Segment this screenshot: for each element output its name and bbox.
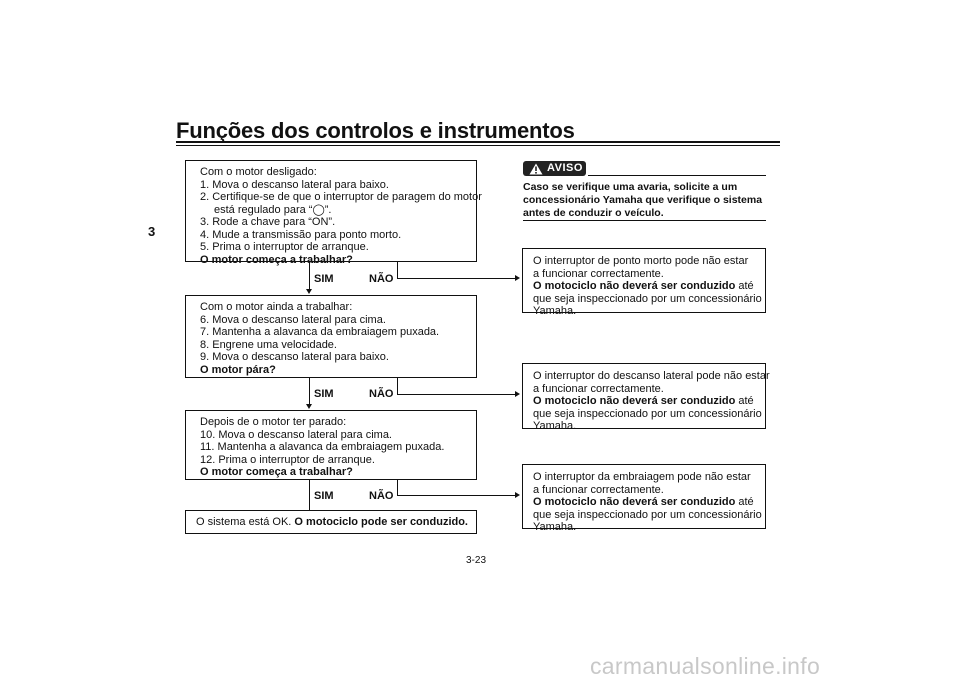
yes-label: SIM [314,273,334,285]
arrow-down-icon [306,404,312,409]
result-after: até [735,395,754,407]
result-bold: O motociclo não deverá ser conduzido [533,496,736,508]
step2-line: 9. Mova o descanso lateral para baixo. [200,351,389,363]
result-line: O interruptor do descanso lateral pode n… [533,370,770,382]
no-connector [397,262,398,278]
step3-line: Depois de o motor ter parado: [200,416,347,428]
aviso-label: AVISO [547,162,583,174]
page-title: Funções dos controlos e instrumentos [176,118,575,143]
no-connector [397,480,398,495]
step2-line: Com o motor ainda a trabalhar: [200,301,353,313]
yes-connector [309,262,310,289]
step3-question: O motor começa a trabalhar? [200,466,353,478]
result-box: O interruptor do descanso lateral pode n… [522,363,770,432]
result-line: a funcionar correctamente. [533,483,664,496]
no-connector [397,394,515,395]
final-text: O sistema está OK. [196,516,295,528]
step3-line: 11. Mantenha a alavanca da embraiagem pu… [200,441,445,453]
result-bold: O motociclo não deverá ser conduzido [533,395,736,407]
step2-question: O motor pára? [200,363,276,376]
result-line: Yamaha. [533,521,577,533]
no-connector [397,495,515,496]
yes-connector [309,378,310,404]
step1-line: 2. Certifique-se de que o interruptor de… [200,191,482,203]
result-box: O interruptor da embraiagem pode não est… [522,464,766,533]
yes-connector [309,480,310,510]
step1-box: Com o motor desligado: 1. Mova o descans… [185,160,482,266]
result-line: que seja inspeccionado por um concession… [533,508,762,521]
step1-line: 3. Rode a chave para “ON”. [200,216,336,228]
watermark: carmanualsonline.info [590,653,821,679]
result-line: O interruptor da embraiagem pode não est… [533,471,751,483]
no-connector [397,378,398,394]
result-line: Yamaha. [533,305,577,317]
result-after: até [735,280,754,292]
final-box: O sistema está OK. O motociclo pode ser … [185,510,477,534]
warning-icon [529,163,543,175]
step2-box: Com o motor ainda a trabalhar: 6. Mova o… [185,295,477,378]
step2-line: 6. Mova o descanso lateral para cima. [200,313,386,326]
page-number: 3-23 [466,555,487,566]
result-line: que seja inspeccionado por um concession… [533,292,762,305]
step1-line: Com o motor desligado: [200,166,317,178]
title-rule [176,141,780,143]
step2-line: 8. Engrene uma velocidade. [200,338,337,351]
result-box: O interruptor de ponto morto pode não es… [522,248,766,317]
title-rule-thin [176,145,780,146]
result-after: até [735,496,754,508]
result-bold: O motociclo não deverá ser conduzido [533,280,736,292]
step1-line: 5. Prima o interruptor de arranque. [200,241,369,253]
step1-line: está regulado para “◯”. [214,203,332,216]
aviso-rule-bottom [523,220,766,221]
arrow-right-icon [515,391,520,397]
step2-line: 7. Mantenha a alavanca da embraiagem pux… [200,326,440,338]
result-line: que seja inspeccionado por um concession… [533,407,762,420]
step1-line: 4. Mude a transmissão para ponto morto. [200,228,402,241]
no-label: NÃO [369,388,394,400]
result-line: a funcionar correctamente. [533,382,664,395]
yes-label: SIM [314,388,334,400]
aviso-badge: AVISO [523,161,586,176]
arrow-down-icon [306,289,312,294]
result-line: O interruptor de ponto morto pode não es… [533,255,749,267]
arrow-right-icon [515,275,520,281]
result-line: Yamaha. [533,420,577,432]
step3-box: Depois de o motor ter parado: 10. Mova o… [185,410,477,480]
step3-line: 12. Prima o interruptor de arranque. [200,453,375,466]
yes-label: SIM [314,490,334,502]
no-connector [397,278,515,279]
chapter-tab: 3 [148,224,156,239]
aviso-rule [588,175,766,176]
result-line: a funcionar correctamente. [533,267,664,280]
no-label: NÃO [369,490,394,502]
step1-line: 1. Mova o descanso lateral para baixo. [200,178,389,191]
aviso-text: Caso se verifique uma avaria, solicite a… [523,181,763,219]
step1-question: O motor começa a trabalhar? [200,253,353,266]
step3-line: 10. Mova o descanso lateral para cima. [200,428,392,441]
no-label: NÃO [369,273,394,285]
final-text-bold: O motociclo pode ser conduzido. [294,516,468,528]
arrow-right-icon [515,492,520,498]
